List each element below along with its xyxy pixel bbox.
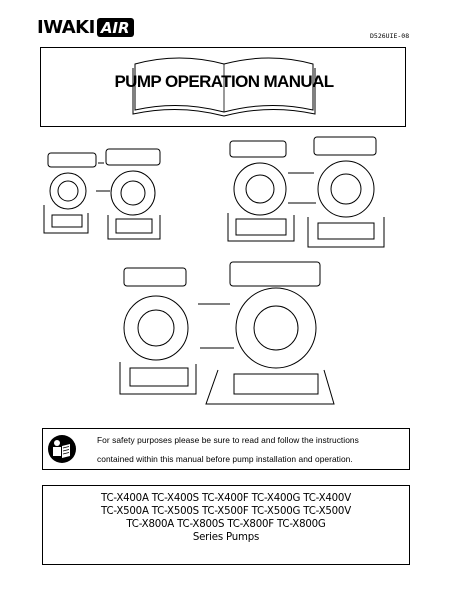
model-line: TC-X400A TC-X400S TC-X400F TC-X400G TC-X… [101,493,351,504]
series-label: Series Pumps [192,532,260,543]
pump-illustration-large-pair [119,261,335,405]
read-manual-icon [48,435,76,463]
model-line: TC-X800A TC-X800S TC-X800F TC-X800G [126,519,326,530]
manual-title: PUMP OPERATION MANUAL [114,72,334,91]
brand-badge: AIR [96,17,134,37]
pump-illustration-small-pair [43,148,161,240]
safety-text-line-2: contained within this manual before pump… [97,454,353,464]
pump-illustration-medium-pair [227,136,385,248]
iwaki-air-logo: IWAKI AIR [37,16,134,38]
model-line: TC-X500A TC-X500S TC-X500F TC-X500G TC-X… [101,506,351,517]
safety-notice: For safety purposes please be sure to re… [42,428,410,470]
document-number: D526UIE-08 [370,32,410,40]
open-book-icon [132,57,316,117]
safety-text-line-1: For safety purposes please be sure to re… [97,435,359,445]
brand-name: IWAKI [37,16,95,38]
model-list: TC-X400A TC-X400S TC-X400F TC-X400G TC-X… [42,485,410,565]
manual-title-box: PUMP OPERATION MANUAL [40,47,406,127]
